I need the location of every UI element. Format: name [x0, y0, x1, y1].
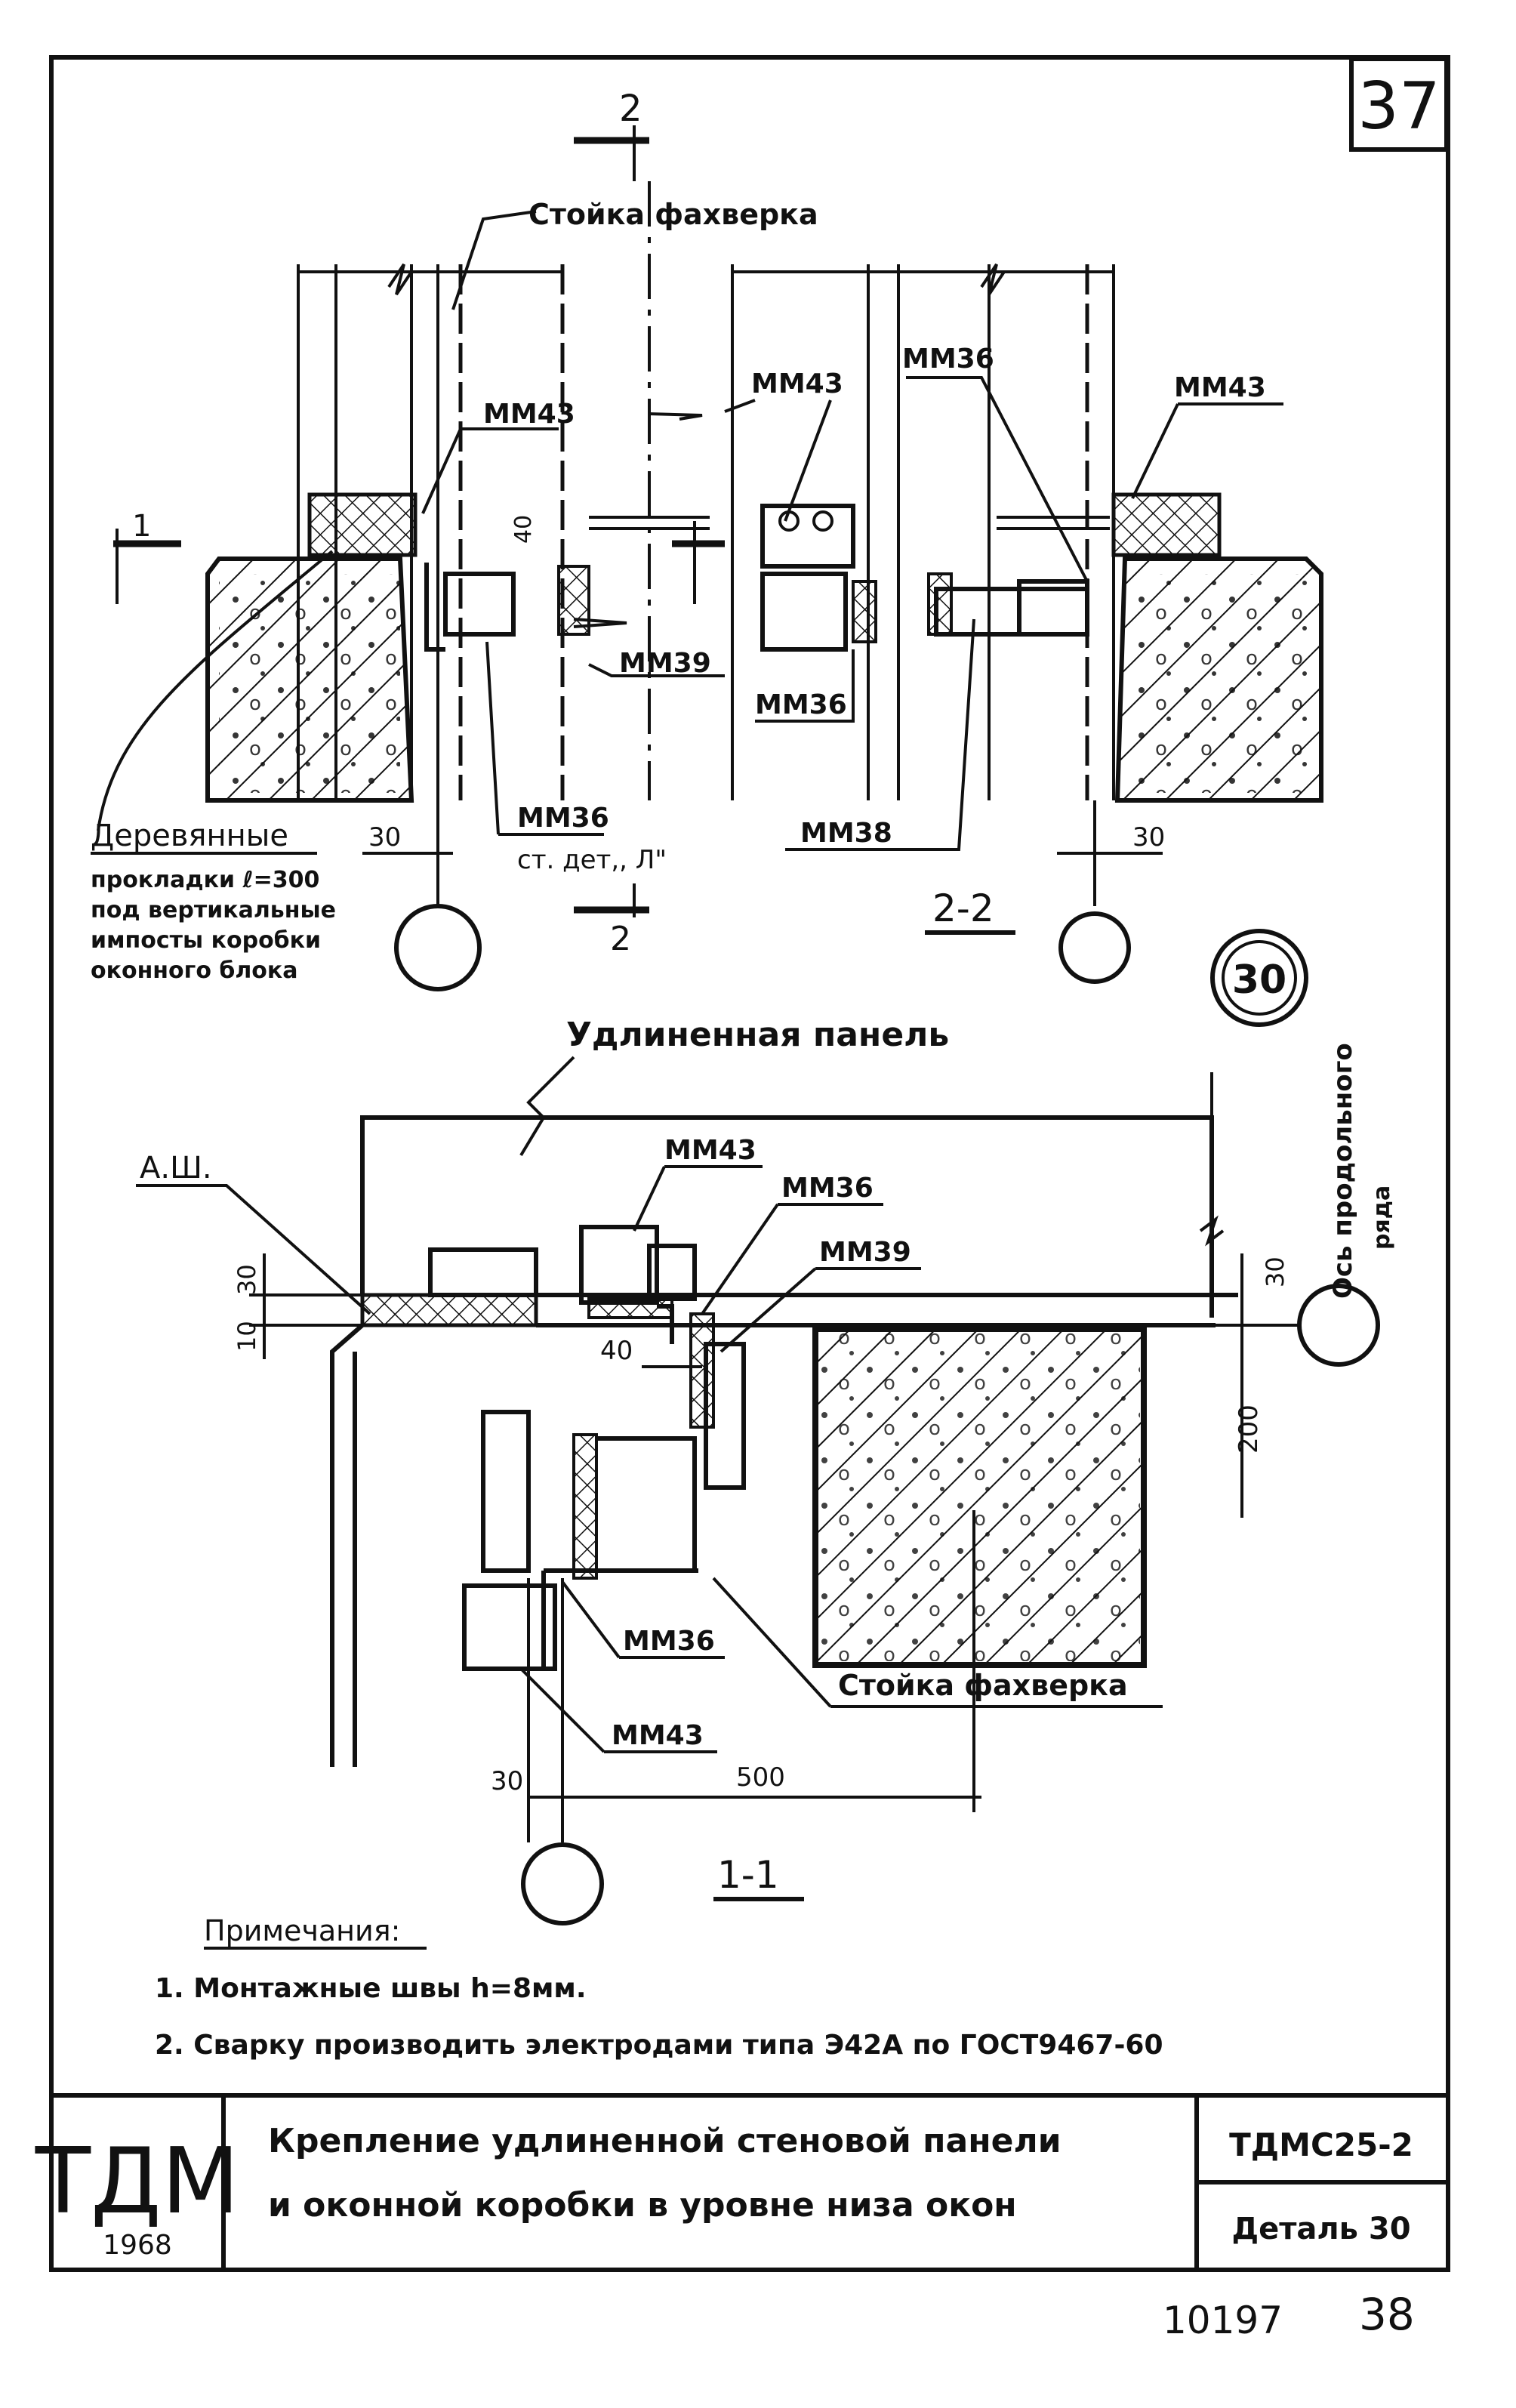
section-title-2-2: 2-2 — [932, 886, 994, 930]
label-ash: А.Ш. — [140, 1151, 212, 1186]
notes: Примечания: 1. Монтажные швы h=8мм. 2. С… — [155, 1914, 1163, 2061]
dim-1-1-30-right: 30 — [1261, 1256, 1290, 1287]
axis-label-1: Ось продольного — [1328, 1043, 1358, 1299]
note-1: 1. Монтажные швы h=8мм. — [155, 1973, 587, 2004]
detail-marker-number: 30 — [1232, 957, 1286, 1003]
section-title-1-1: 1-1 — [717, 1853, 779, 1897]
sealant-band — [360, 1293, 538, 1327]
page-number: 37 — [1357, 69, 1440, 144]
title-block: ТДМ 1968 Крепление удлиненной стеновой п… — [35, 2093, 1448, 2270]
label-mm43-left: ММ43 — [483, 399, 575, 430]
cut-mark-top: 2 — [619, 88, 642, 130]
detail-number: Деталь 30 — [1231, 2212, 1410, 2246]
axis-bubble-1-1-bottom — [521, 1842, 604, 1925]
part-mm43-top — [579, 1225, 659, 1305]
wood-note-1: Деревянные — [91, 819, 288, 853]
note-2: 2. Сварку производить электродами типа Э… — [155, 2030, 1163, 2061]
wood-note-5: оконного блока — [91, 957, 298, 984]
detail-marker-inner — [1222, 940, 1297, 1016]
dim-30-right: 30 — [1132, 822, 1165, 853]
wood-note-4: импосты коробки — [91, 927, 321, 954]
sheet-frame — [49, 55, 1450, 2272]
title-line-2: и оконной коробки в уровне низа окон — [268, 2186, 1017, 2225]
wood-note-3: под вертикальные — [91, 897, 336, 923]
label-mm36-bottom: ММ36 — [623, 1626, 715, 1657]
dim-40: 40 — [510, 515, 537, 544]
dim-1-1-30-left: 30 — [233, 1264, 261, 1295]
dim-30-left: 30 — [368, 822, 401, 853]
label-mm38: ММ38 — [800, 818, 892, 849]
wood-note-2: прокладки ℓ=300 — [91, 867, 319, 893]
label-panel: Удлиненная панель — [566, 1016, 949, 1054]
label-mm39-left: ММ39 — [619, 648, 711, 679]
label-mm43-right: ММ43 — [1174, 372, 1266, 403]
cut-mark-bottom: 2 — [610, 920, 631, 958]
footer-page: 38 — [1359, 2289, 1415, 2340]
label-mm36-top: ММ36 — [781, 1173, 874, 1204]
axis-bubble-right — [1058, 911, 1131, 984]
label-mm43-mid: ММ43 — [751, 368, 843, 399]
part-mm43-bottom — [462, 1583, 557, 1671]
detail-marker-outer — [1210, 929, 1308, 1027]
axis-bubble-left — [394, 904, 482, 991]
label-mm43-top: ММ43 — [664, 1135, 756, 1166]
dim-1-1-30-bottom: 30 — [491, 1766, 523, 1796]
axis-label-2: ряда — [1369, 1186, 1395, 1250]
label-stoyka-bottom: Стойка фахверка — [838, 1669, 1128, 1702]
footer-doc-number: 10197 — [1163, 2299, 1283, 2342]
doc-code: ТДМС25-2 — [1229, 2126, 1413, 2163]
notes-heading: Примечания: — [204, 1914, 400, 1947]
logo-year: 1968 — [103, 2230, 172, 2261]
label-mm36-left: ММ36 — [517, 803, 609, 834]
label-stoyka-top: Стойка фахверка — [528, 198, 818, 231]
dim-1-1-200: 200 — [1234, 1404, 1264, 1454]
section-1-1: Удлиненная панель А.Ш. — [136, 1016, 1395, 1925]
logo-tdm: ТДМ — [35, 2129, 240, 2234]
section-2-2: 2 — [91, 88, 1323, 991]
label-mm36-mid: ММ36 — [755, 689, 847, 720]
label-mm43-bottom: ММ43 — [612, 1720, 704, 1751]
dim-1-1-40: 40 — [600, 1336, 633, 1366]
title-line-1: Крепление удлиненной стеновой панели — [268, 2122, 1062, 2160]
dim-1-1-10: 10 — [233, 1321, 261, 1352]
side-mark-left: 1 — [132, 509, 151, 544]
axis-bubble-1-1-right — [1297, 1284, 1380, 1367]
label-st-det: ст. дет,, Л" — [517, 845, 667, 875]
page-number-box — [1349, 57, 1449, 152]
label-mm39: ММ39 — [819, 1237, 911, 1268]
label-mm36-top: ММ36 — [902, 344, 994, 375]
dim-1-1-500: 500 — [736, 1762, 785, 1793]
